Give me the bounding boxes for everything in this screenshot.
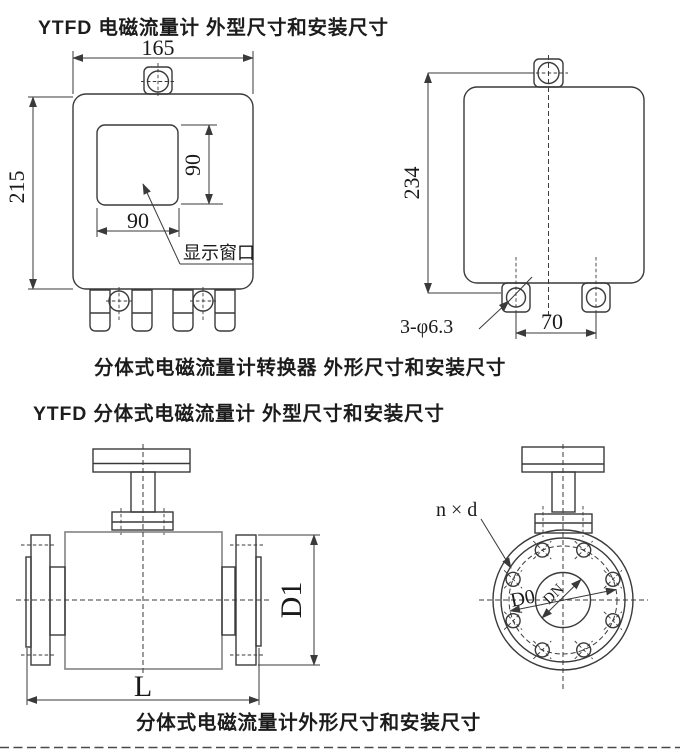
dimension-bolt-circle: D0 [509, 585, 617, 613]
converter-front-view: 165 215 90 90 [4, 35, 255, 332]
display-window-label: 显示窗口 [183, 243, 255, 263]
dim-70-label: 70 [541, 309, 563, 334]
dim-215-label: 215 [4, 171, 29, 204]
converter-side-view: 234 70 3-φ6.3 [399, 55, 645, 339]
dimension-hole-spacing: 70 [515, 309, 597, 339]
dim-90v-label: 90 [180, 154, 205, 176]
cable-gland [172, 289, 194, 332]
dimension-window-height: 90 [180, 124, 223, 205]
converter-caption: 分体式电磁流量计转换器 外形尺寸和安装尺寸 [94, 357, 507, 379]
top-title: YTFD 电磁流量计 外型尺寸和安装尺寸 [38, 17, 389, 39]
bolt-hole [603, 569, 623, 589]
flowmeter-caption: 分体式电磁流量计外形尺寸和安装尺寸 [136, 712, 482, 734]
bottom-title: YTFD 分体式电磁流量计 外型尺寸和安装尺寸 [33, 403, 445, 425]
mounting-lug-top [141, 63, 175, 98]
cable-gland [89, 289, 111, 332]
bolt-hole [574, 540, 594, 560]
dim-90h-label: 90 [127, 208, 149, 233]
display-window [96, 124, 179, 206]
mounting-holes-label: 3-φ6.3 [400, 316, 453, 338]
bolt-hole [503, 569, 523, 589]
dim-d1-label: D1 [275, 582, 308, 619]
neck-right [221, 566, 236, 636]
dim-l-label: L [134, 670, 152, 703]
bolt-holes-callout: n × d [436, 499, 512, 569]
display-window-callout: 显示窗口 [142, 183, 255, 265]
dimension-overall-height: 215 [4, 96, 73, 290]
dimension-nominal-bore: DN [541, 578, 582, 619]
cable-glands [89, 287, 236, 332]
dim-165-label: 165 [142, 35, 175, 60]
bolt-hole [574, 640, 594, 660]
bolt-holes-label: n × d [436, 499, 477, 521]
dimension-flange-diameter: D1 [258, 534, 320, 666]
converter-housing-side [463, 86, 645, 284]
dim-d0-label: D0 [509, 585, 537, 611]
bolt-hole [603, 611, 623, 631]
bolt-hole [532, 640, 552, 660]
mounting-holes-callout: 3-φ6.3 [400, 276, 533, 338]
dimension-window-width: 90 [96, 208, 180, 237]
dimension-overall-width: 165 [72, 35, 254, 94]
dimension-length: L [26, 648, 260, 705]
dim-234-label: 234 [399, 167, 424, 200]
flowmeter-end-view: n × d D0 DN [436, 444, 648, 689]
neck-left [49, 566, 66, 636]
junction-box [92, 448, 191, 535]
cable-gland [214, 289, 236, 332]
bolt-holes [503, 540, 623, 660]
flowmeter-side-view: D1 L [16, 444, 320, 705]
flange-face-left [25, 556, 32, 648]
lug-hole [505, 287, 527, 308]
lug-hole [585, 287, 607, 308]
dimension-overall-height-side: 234 [399, 72, 532, 294]
cable-gland [131, 289, 153, 332]
bolt-hole [503, 611, 523, 631]
flange-face-right [255, 556, 262, 647]
bolt-hole [532, 540, 552, 560]
